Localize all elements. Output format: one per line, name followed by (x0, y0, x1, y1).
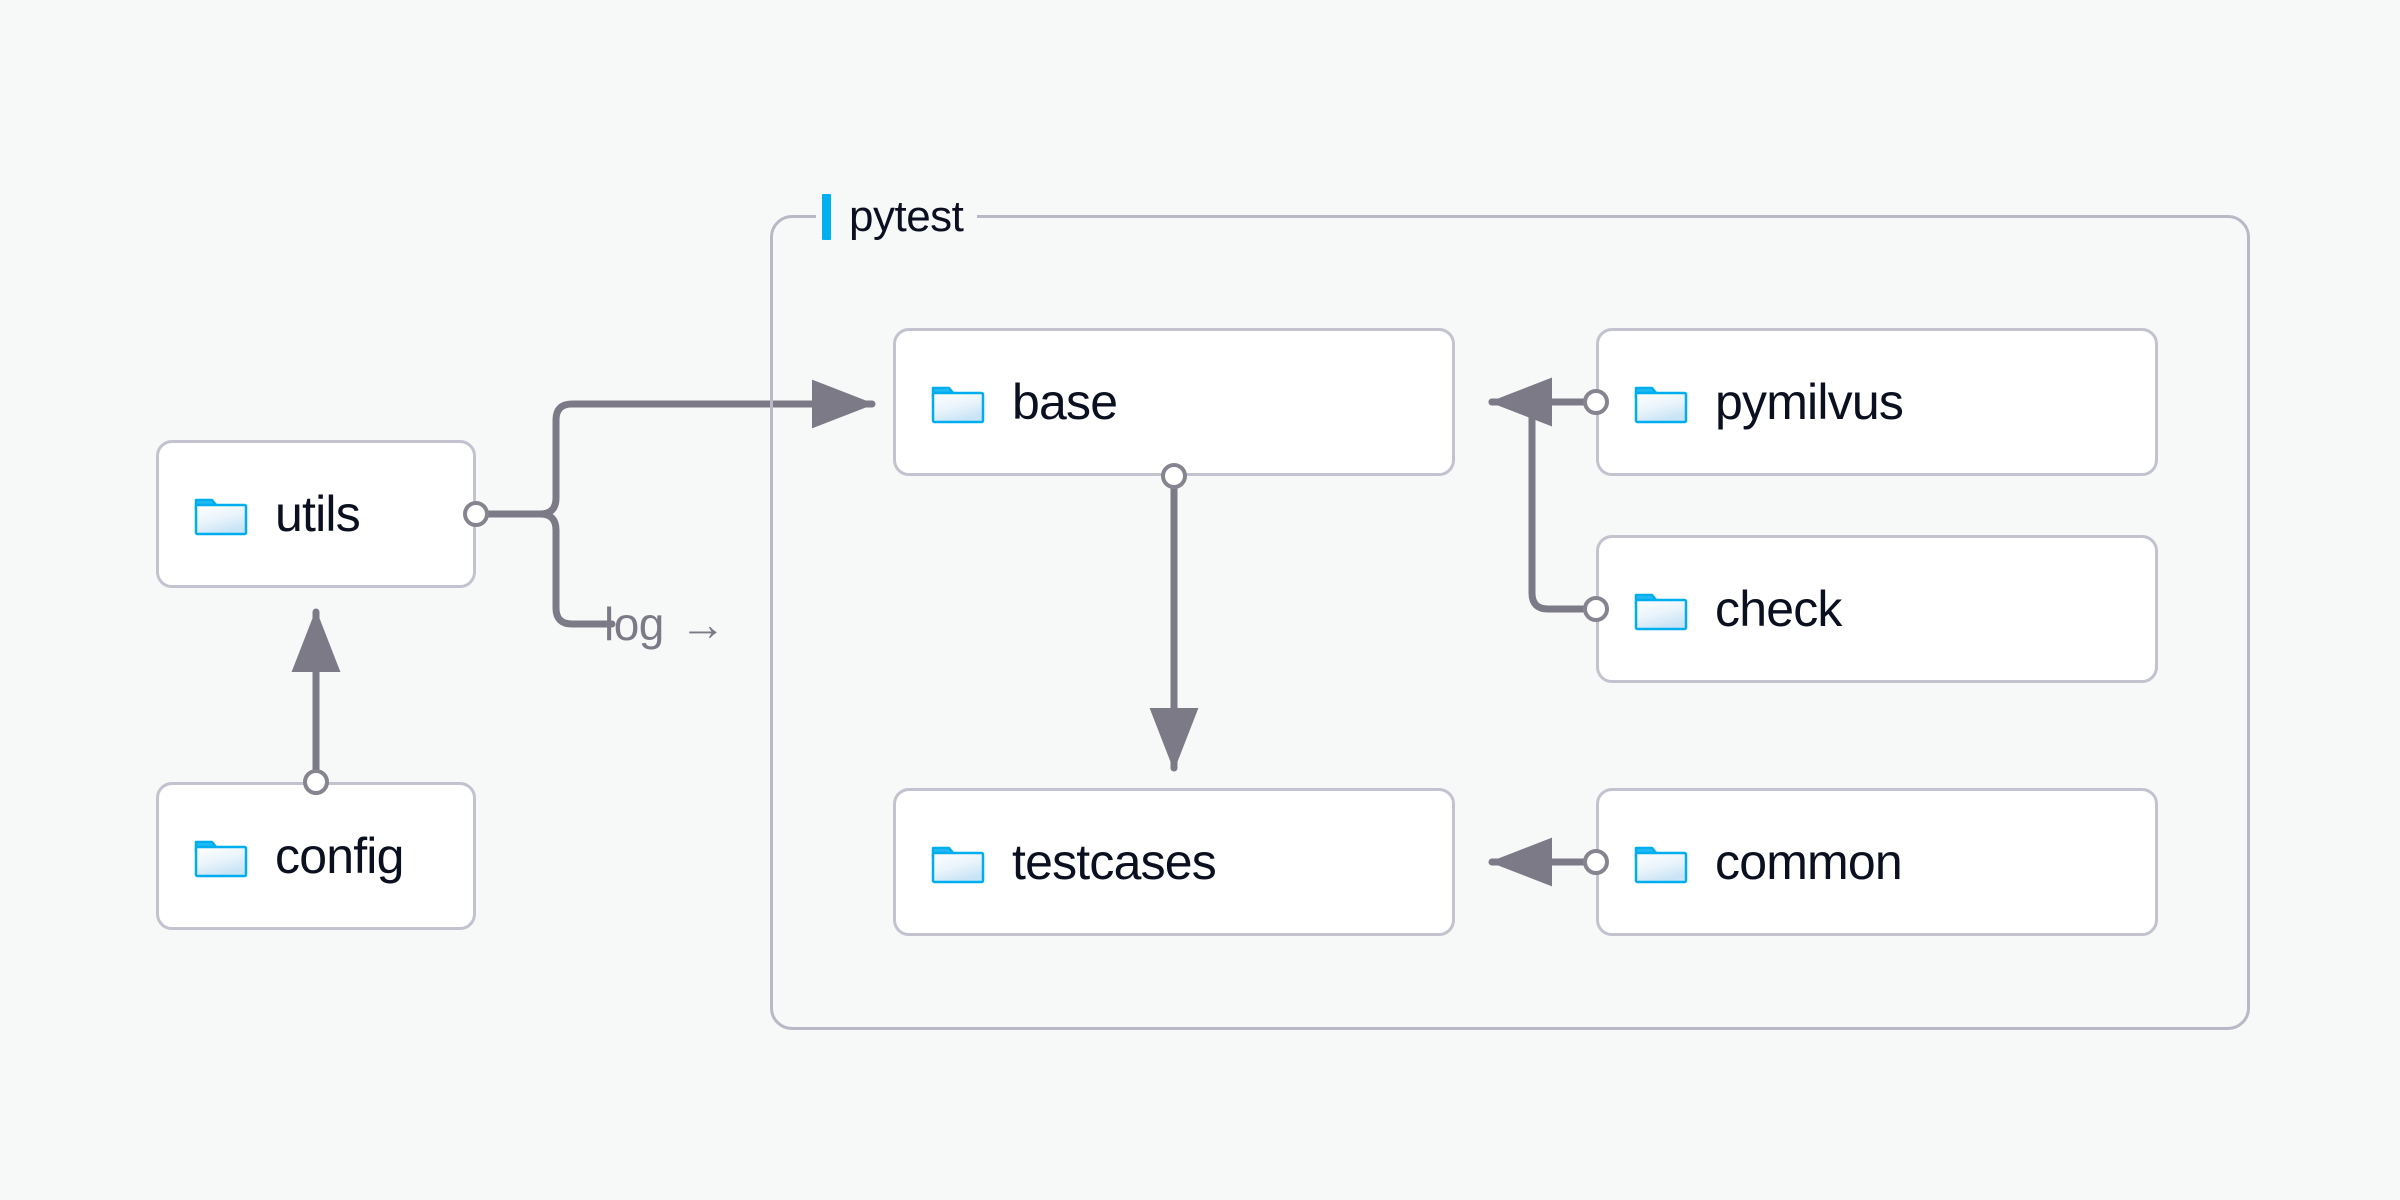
node-label-config: config (275, 828, 404, 884)
node-label-common: common (1715, 834, 1903, 890)
node-label-check: check (1715, 581, 1842, 637)
group-accent-bar (822, 194, 831, 240)
folder-icon (1634, 846, 1688, 884)
node-label-base: base (1012, 374, 1118, 430)
folder-icon (931, 846, 985, 884)
node-testcases[interactable]: testcases (893, 788, 1455, 936)
arrow-right-icon: → (679, 598, 726, 650)
folder-icon (1634, 386, 1688, 424)
node-label-testcases: testcases (1012, 834, 1217, 890)
folder-icon (194, 840, 248, 878)
edge-label-log-text: log (604, 598, 664, 650)
node-config[interactable]: config (156, 782, 476, 930)
node-label-utils: utils (275, 486, 361, 542)
port-common-left[interactable] (1583, 849, 1609, 875)
port-check-left[interactable] (1583, 596, 1609, 622)
group-label-text: pytest (849, 192, 964, 241)
edge-label-log: log → (604, 597, 726, 651)
node-utils[interactable]: utils (156, 440, 476, 588)
port-base-bottom[interactable] (1161, 463, 1187, 489)
node-check[interactable]: check (1596, 535, 2158, 683)
port-utils-right[interactable] (463, 501, 489, 527)
folder-icon (1634, 593, 1688, 631)
port-config-top[interactable] (303, 769, 329, 795)
edge-utils-to-log (485, 510, 616, 628)
port-pymilvus-left[interactable] (1583, 389, 1609, 415)
group-container-pytest[interactable] (770, 215, 2250, 1030)
folder-icon (194, 498, 248, 536)
folder-icon (931, 386, 985, 424)
node-label-pymilvus: pymilvus (1715, 374, 1904, 430)
node-base[interactable]: base (893, 328, 1455, 476)
node-common[interactable]: common (1596, 788, 2158, 936)
group-label-pytest: pytest (816, 192, 978, 242)
node-pymilvus[interactable]: pymilvus (1596, 328, 2158, 476)
